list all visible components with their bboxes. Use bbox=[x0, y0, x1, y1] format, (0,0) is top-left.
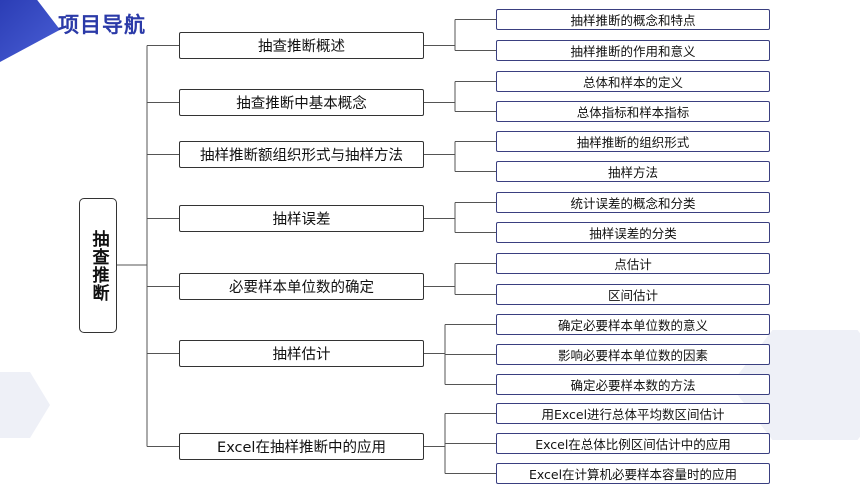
topic-node: Excel在抽样推断中的应用 bbox=[179, 433, 424, 460]
subtopic-node: 确定必要样本单位数的意义 bbox=[496, 314, 770, 335]
topic-node: 抽样推断额组织形式与抽样方法 bbox=[179, 141, 424, 168]
page-title: 项目导航 bbox=[58, 13, 146, 37]
subtopic-node: 抽样推断的概念和特点 bbox=[496, 9, 770, 30]
subtopic-node: 确定必要样本数的方法 bbox=[496, 374, 770, 395]
subtopic-node: 区间估计 bbox=[496, 284, 770, 305]
subtopic-node: 统计误差的概念和分类 bbox=[496, 192, 770, 213]
topic-node: 抽查推断中基本概念 bbox=[179, 89, 424, 116]
topic-node: 抽查推断概述 bbox=[179, 32, 424, 59]
subtopic-node: 抽样推断的组织形式 bbox=[496, 131, 770, 152]
subtopic-node: 点估计 bbox=[496, 253, 770, 274]
subtopic-node: 抽样方法 bbox=[496, 161, 770, 182]
topic-node: 抽样估计 bbox=[179, 340, 424, 367]
topic-node: 抽样误差 bbox=[179, 205, 424, 232]
subtopic-node: 总体指标和样本指标 bbox=[496, 101, 770, 122]
subtopic-node: Excel在总体比例区间估计中的应用 bbox=[496, 433, 770, 454]
root-node: 抽查推断 bbox=[79, 198, 117, 333]
subtopic-node: 抽样误差的分类 bbox=[496, 222, 770, 243]
subtopic-node: Excel在计算机必要样本容量时的应用 bbox=[496, 463, 770, 484]
subtopic-node: 影响必要样本单位数的因素 bbox=[496, 344, 770, 365]
subtopic-node: 抽样推断的作用和意义 bbox=[496, 40, 770, 61]
subtopic-node: 总体和样本的定义 bbox=[496, 71, 770, 92]
topic-node: 必要样本单位数的确定 bbox=[179, 273, 424, 300]
subtopic-node: 用Excel进行总体平均数区间估计 bbox=[496, 403, 770, 424]
